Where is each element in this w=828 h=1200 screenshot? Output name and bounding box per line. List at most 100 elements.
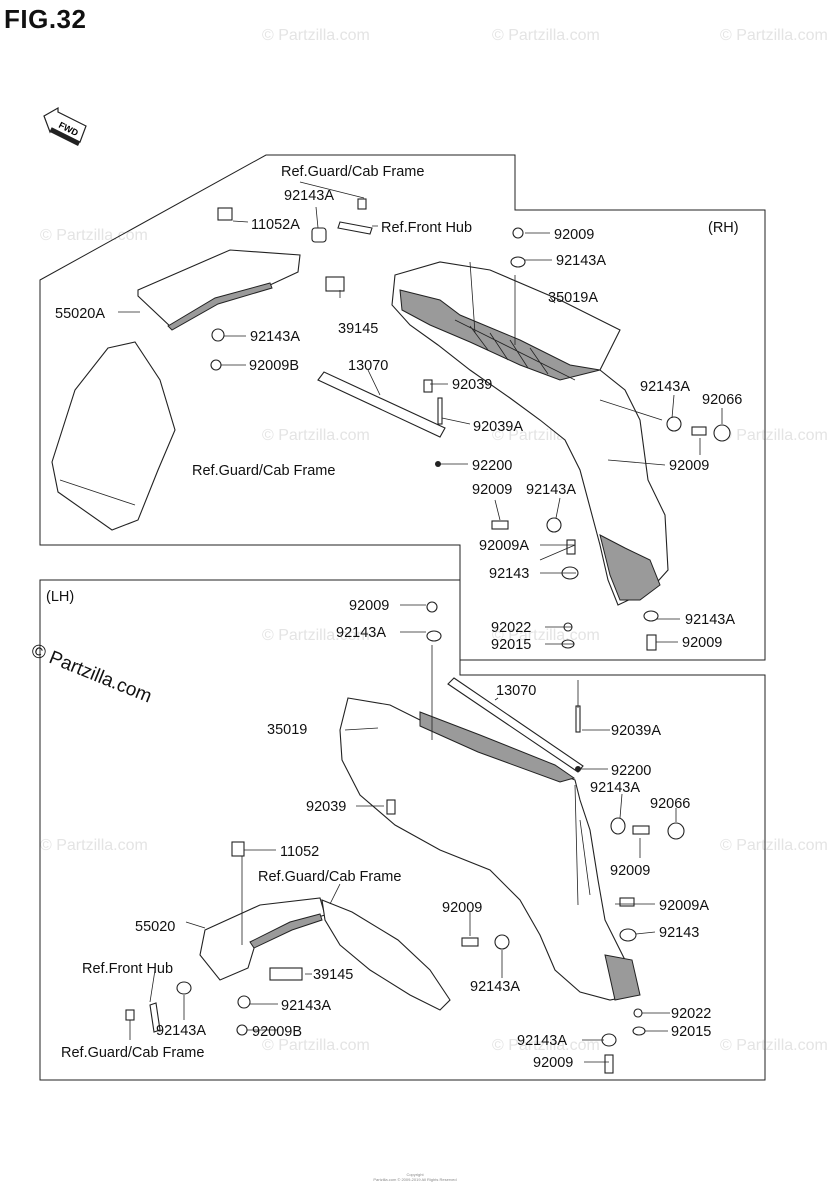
label-92143A: 92143A — [685, 612, 735, 628]
lh-side-label: (LH) — [46, 589, 74, 605]
part-35019A-tail — [599, 534, 661, 601]
lh-panel: (LH) — [39, 579, 766, 1081]
ref-guard-flap-line — [59, 479, 136, 506]
part-92066-rh — [713, 424, 731, 442]
label-35019: 35019 — [267, 722, 307, 738]
label-92009: 92009 — [472, 482, 512, 498]
part-92143A-top-rh — [311, 227, 327, 243]
label-92143A: 92143A — [281, 998, 331, 1014]
part-35019-tail — [604, 954, 641, 1001]
label-92143A: 92143A — [250, 329, 300, 345]
part-92143A-b-lh — [610, 817, 626, 835]
watermark: © Partzilla.com — [720, 27, 828, 44]
watermark: © Partzilla.com — [262, 427, 370, 444]
part-11052 — [231, 841, 245, 857]
label-92015: 92015 — [671, 1024, 711, 1040]
part-ref-front-hub-lh — [149, 1002, 161, 1033]
watermark: © Partzilla.com — [492, 27, 600, 44]
watermark: © Partzilla.com — [492, 1037, 600, 1054]
label-13070: 13070 — [348, 358, 388, 374]
label-92022: 92022 — [491, 620, 531, 636]
label-92143A: 92143A — [517, 1033, 567, 1049]
watermark: © Partzilla.com — [492, 627, 600, 644]
ref-guard-flap-rh — [51, 341, 176, 531]
label-92009: 92009 — [610, 863, 650, 879]
label-92022: 92022 — [671, 1006, 711, 1022]
rh-panel: (RH) — [39, 154, 766, 661]
label-55020A: 55020A — [55, 306, 105, 322]
watermark: © Partzilla.com — [720, 427, 828, 444]
label-ref-guard-bottom: Ref.Guard/Cab Frame — [61, 1045, 204, 1061]
label-55020: 55020 — [135, 919, 175, 935]
label-92009: 92009 — [533, 1055, 573, 1071]
watermark: © Partzilla.com — [262, 27, 370, 44]
part-92022-lh — [633, 1008, 643, 1018]
part-92143A-e-lh — [237, 995, 251, 1009]
label-92066: 92066 — [650, 796, 690, 812]
label-92143A: 92143A — [590, 780, 640, 796]
label-11052A: 11052A — [251, 217, 300, 233]
watermark: © Partzilla.com — [40, 227, 148, 244]
lh-ref-lines — [574, 784, 591, 906]
part-ref-guard-bolt-lh — [125, 1009, 135, 1021]
part-ref-front-hub-rh — [337, 221, 373, 235]
watermark: © Partzilla.com — [40, 837, 148, 854]
label-92143A: 92143A — [156, 1023, 206, 1039]
part-92143A-top-lh — [426, 630, 442, 642]
part-55020A — [137, 249, 301, 329]
part-92009A-lh — [619, 897, 635, 907]
part-39145-lh — [269, 967, 303, 981]
label-39145: 39145 — [313, 967, 353, 983]
label-92143A: 92143A — [470, 979, 520, 995]
label-ref-guard-top: Ref.Guard/Cab Frame — [281, 164, 424, 180]
watermark: © Partzilla.com — [262, 1037, 370, 1054]
watermark: © Partzilla.com — [262, 627, 370, 644]
part-92143A-d-lh — [176, 981, 192, 995]
label-39145: 39145 — [338, 321, 378, 337]
label-92143A: 92143A — [556, 253, 606, 269]
watermark-layer: © Partzilla.com © Partzilla.com © Partzi… — [40, 27, 828, 1054]
part-92009B-rh — [210, 359, 222, 371]
part-92200-lh — [575, 766, 581, 772]
part-35019-shade — [419, 711, 576, 783]
label-ref-guard: Ref.Guard/Cab Frame — [258, 869, 401, 885]
part-13070-lh — [447, 677, 584, 773]
part-92009-b-lh — [632, 825, 650, 835]
part-92143A-c-lh — [494, 934, 510, 950]
label-11052: 11052 — [280, 844, 319, 860]
label-92015: 92015 — [491, 637, 531, 653]
label-92143: 92143 — [659, 925, 699, 941]
footer-copyright: Copyright Partzilla.com © 2009-2019 All … — [340, 1172, 490, 1182]
rh-leader-lines — [118, 181, 723, 645]
part-92143A-c-rh — [211, 328, 225, 342]
label-92009A: 92009A — [479, 538, 529, 554]
label-ref-guard-mid: Ref.Guard/Cab Frame — [192, 463, 335, 479]
label-92143: 92143 — [489, 566, 529, 582]
part-92009-e-rh — [491, 520, 509, 530]
part-35019A-ribs — [454, 319, 576, 381]
label-92143A: 92143A — [640, 379, 690, 395]
part-92066-lh — [667, 822, 685, 840]
label-13070: 13070 — [496, 683, 536, 699]
label-ref-front-hub: Ref.Front Hub — [381, 220, 472, 236]
label-92143A: 92143A — [336, 625, 386, 641]
lh-leader-lines — [129, 604, 677, 1063]
label-92009: 92009 — [682, 635, 722, 651]
part-92039A-rh — [437, 397, 443, 425]
label-92009A: 92009A — [659, 898, 709, 914]
label-35019A: 35019A — [548, 290, 598, 306]
part-39145-rh — [325, 276, 345, 292]
footer-line: Partzilla.com © 2009-2019 All Rights Res… — [373, 1177, 457, 1182]
ref-guard-flap-lh — [321, 899, 451, 1011]
label-92143A: 92143A — [526, 482, 576, 498]
label-92009: 92009 — [442, 900, 482, 916]
rh-side-label: (RH) — [708, 220, 739, 236]
rh-panel-frame — [39, 154, 766, 661]
label-92200: 92200 — [611, 763, 651, 779]
footer-line: Copyright — [406, 1172, 424, 1177]
label-92009: 92009 — [669, 458, 709, 474]
watermark: © Partzilla.com — [720, 1037, 828, 1054]
label-92200: 92200 — [472, 458, 512, 474]
part-ref-guard-bolt-rh — [357, 198, 367, 210]
